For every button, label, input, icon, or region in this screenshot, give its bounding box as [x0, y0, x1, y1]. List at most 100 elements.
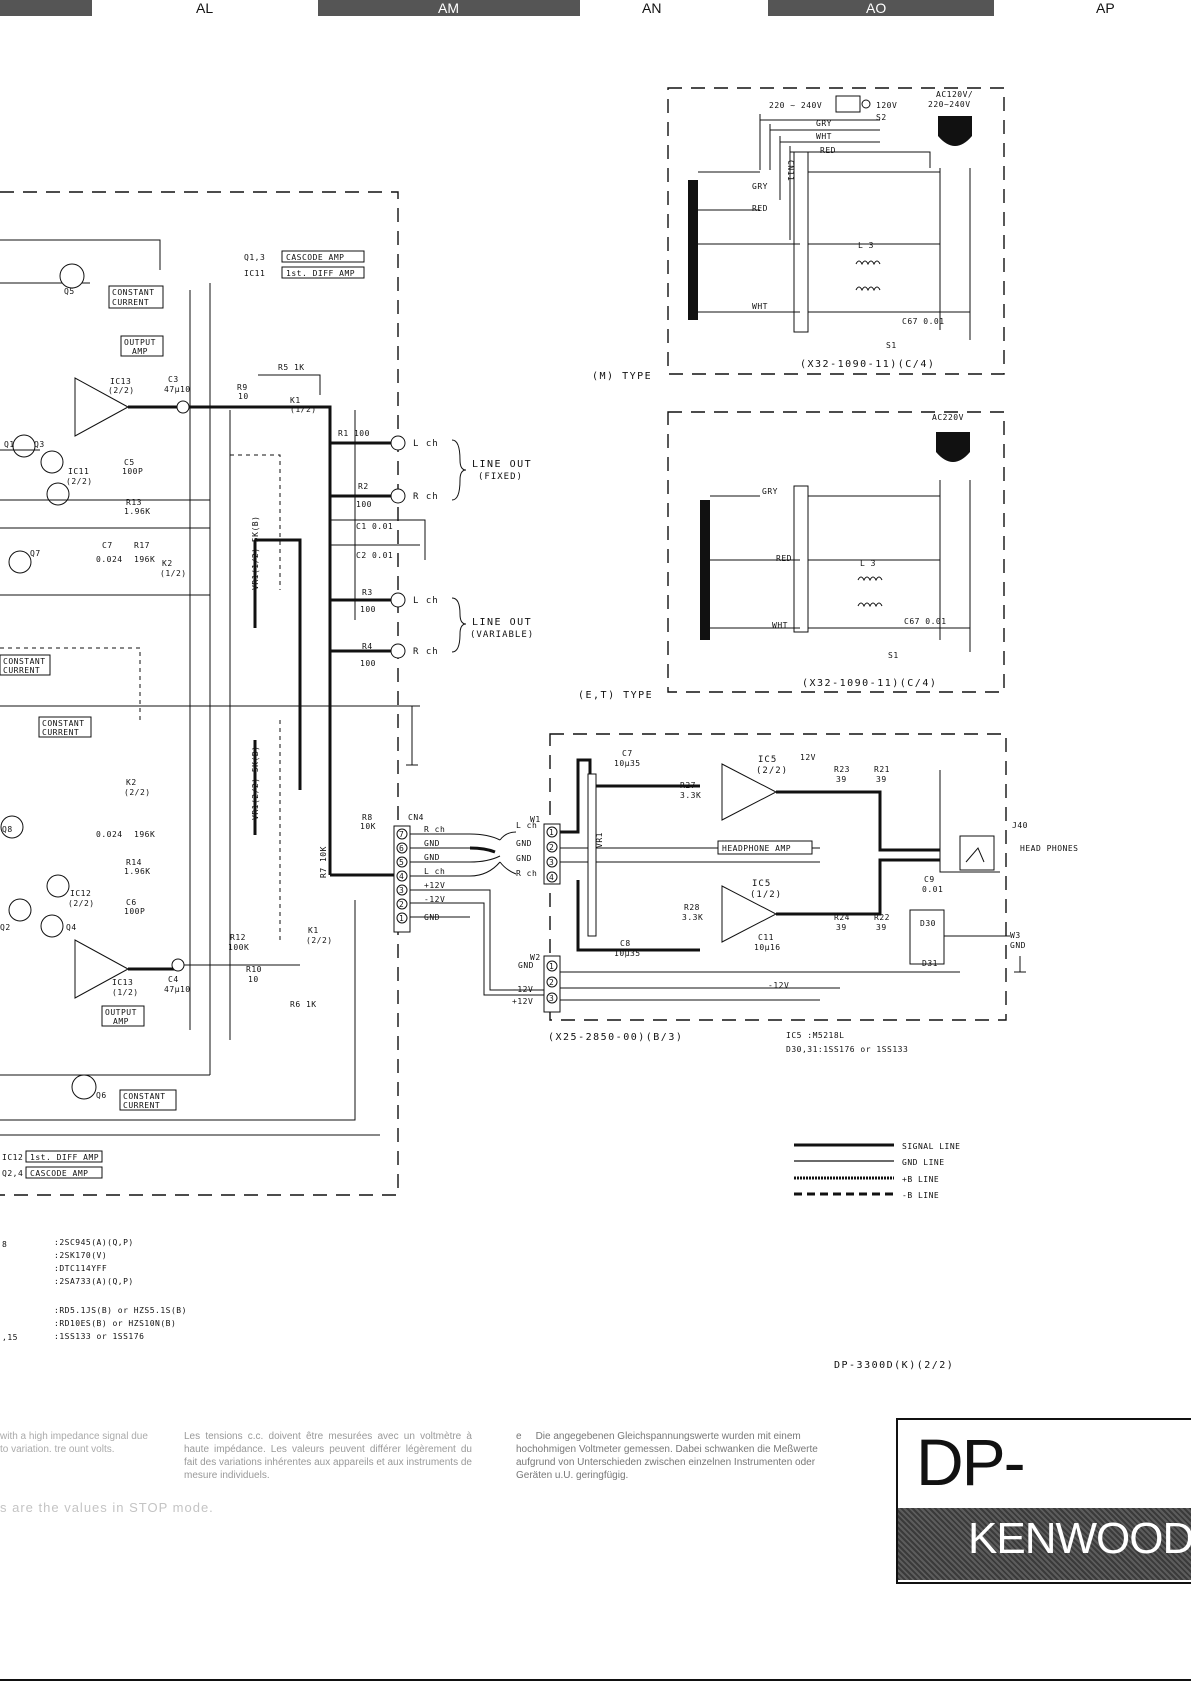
w2-pins-pin-1: [546, 960, 558, 972]
constant-current-label-3: CONSTANT: [42, 719, 85, 728]
legend-bplus-text: +B LINE: [902, 1175, 939, 1184]
constant-current-label-3b: CURRENT: [42, 728, 79, 737]
notes-stop-mode: s are the values in STOP mode.: [0, 1500, 214, 1515]
mid-dashed: [0, 647, 141, 720]
transformer-taps-m: [698, 171, 800, 313]
line-out-fixed-label: LINE OUT: [472, 459, 532, 470]
page-reference: DP-3300D(K)(2/2): [834, 1360, 954, 1371]
m-type-label: (M) TYPE: [592, 371, 652, 382]
c5-label: C5: [124, 458, 135, 467]
cn4-m12: -12V: [424, 895, 445, 904]
et-plug-wires: [939, 480, 971, 652]
r4-label: R4: [362, 642, 373, 651]
w3-label: W3: [1010, 931, 1021, 940]
c8-hp-value: 10μ35: [614, 949, 641, 958]
c1-label: C1 0.01: [356, 522, 393, 531]
q4-transistor: [40, 914, 64, 938]
w2-m12: -12V: [512, 985, 533, 994]
header-hatch-3: [768, 0, 994, 16]
ic5-lower-opamp: [721, 885, 778, 943]
cn4-pins-pin-5: [396, 856, 408, 868]
ic5-upper-v: 12V: [800, 753, 816, 762]
q7-transistor: [8, 550, 32, 574]
ic5-note: IC5 :M5218L: [786, 1031, 844, 1040]
constant-current-box-4: [119, 1089, 177, 1111]
constant-current-label-1: CONSTANT: [112, 288, 155, 297]
d30-note: D30,31:1SS176 or 1SS133: [786, 1045, 908, 1054]
fixed-rch-label: R ch: [413, 492, 439, 502]
m-type-wires: [759, 114, 971, 340]
cn4-pins-pin-num-1: 1: [399, 914, 404, 923]
relay-dashed: [230, 454, 281, 940]
w1-label: W1: [530, 815, 541, 824]
w1-pins-pin-num-3: 3: [549, 858, 554, 867]
notes-french-text: Les tensions c.c. doivent être mesurées …: [184, 1431, 472, 1481]
w1-pins-pin-num-1: 1: [549, 828, 554, 837]
w2-pins-pin-3: [546, 992, 558, 1004]
r9-label: R9: [237, 383, 248, 392]
output-amp-label-2: OUTPUT: [105, 1008, 137, 1017]
transformer-taps-et: [710, 495, 800, 629]
c8-hp-label: C8: [620, 939, 631, 948]
w2-pins: 123: [546, 960, 558, 1004]
m-type-power-block: (M) TYPE (X32-1090-11)(C/4) 220 ~ 240V 1…: [592, 87, 1005, 382]
d30-label: D30: [920, 919, 936, 928]
cn11-m: [793, 151, 809, 333]
r27-label: R27: [680, 781, 696, 790]
r5-label: R5 1K: [278, 363, 305, 372]
headphone-outline: [549, 733, 1007, 1021]
cable-2: [469, 833, 501, 877]
output-amp-label-1: OUTPUT: [124, 338, 156, 347]
legend-q13: Q1,3: [244, 253, 265, 262]
w1-rch: R ch: [516, 869, 537, 878]
legend-diff: 1st. DIFF AMP: [286, 269, 355, 278]
r21-value: 39: [876, 775, 887, 784]
constant-current-label-2b: CURRENT: [3, 666, 40, 675]
w2-gnd: GND: [518, 961, 534, 970]
l3-m-label: L 3: [858, 241, 874, 250]
part-5: :RD10ES(B) or HZS10N(B): [54, 1319, 176, 1328]
constant-current-box-3: [38, 716, 92, 738]
gnd-mid: [406, 706, 418, 766]
r22-label: R22: [874, 913, 890, 922]
line-out-signal: [300, 405, 398, 875]
w2-pins-pin-num-3: 3: [549, 994, 554, 1003]
w1-gnd1: GND: [516, 839, 532, 848]
r6-label: R6 1K: [290, 1000, 317, 1009]
ic13-lower-label-b: (1/2): [112, 988, 139, 997]
volt-sel-label: 220 ~ 240V: [769, 101, 822, 110]
w2-pins-pin-2: [546, 976, 558, 988]
notes-stop-mode-text: s are the values in STOP mode.: [0, 1500, 214, 1515]
w3-wire: [944, 935, 1026, 973]
part-ref-6: ,15: [2, 1333, 18, 1342]
constant-current-label-4: CONSTANT: [123, 1092, 166, 1101]
var-lch-label: L ch: [413, 596, 439, 606]
cn4-pins-pin-num-6: 6: [399, 844, 404, 853]
r14-label: R14: [126, 858, 142, 867]
cn4-pins-pin-num-4: 4: [399, 872, 404, 881]
ic13-upper-opamp: [74, 377, 130, 437]
j40-jack: [959, 835, 995, 871]
col-an: AN: [642, 0, 661, 16]
transformer-core-m: [688, 180, 698, 320]
r24-label: R24: [834, 913, 850, 922]
cn4-pins-pin-num-7: 7: [399, 830, 404, 839]
part-2: :DTC114YFF: [54, 1264, 107, 1273]
j40-symbol: [965, 847, 985, 863]
w1-pins-pin-1: [546, 826, 558, 838]
constant-current-label-4b: CURRENT: [123, 1101, 160, 1110]
r24-value: 39: [836, 923, 847, 932]
w2-p12: +12V: [512, 997, 533, 1006]
cn11-m-label: CN11: [786, 160, 795, 181]
headphone-amp-label: HEADPHONE AMP: [722, 844, 791, 853]
notes-german-bullet: e: [516, 1431, 522, 1442]
column-header: AL AM AN AO AP: [0, 0, 1115, 16]
c5-value: 100P: [122, 467, 143, 476]
cn4-pins-pin-num-3: 3: [399, 886, 404, 895]
jack-fixed-l: [390, 435, 406, 451]
l3-m-coil: [855, 260, 881, 292]
variable-brace: [451, 597, 467, 653]
x25-label: (X25-2850-00)(B/3): [548, 1032, 683, 1043]
